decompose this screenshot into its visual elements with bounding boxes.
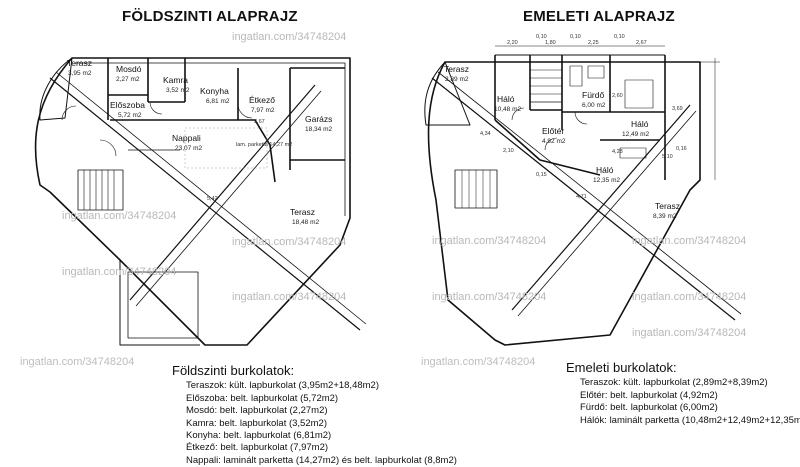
room-area-halo-2: 12,49 m2 [622,131,649,138]
ground-legend-rows: Teraszok: kült. lapburkolat (3,95m2+18,4… [172,380,457,467]
legend-row: Hálók: laminált parketta (10,48m2+12,49m… [580,414,800,426]
room-area-terasz-1: 3,95 m2 [68,70,92,77]
dim-label: 5,10 [662,154,673,160]
watermark-text: ingatlan.com/34748204 [432,291,546,303]
upper-outer-wall [427,61,701,346]
room-area-terasz-2: 8,39 m2 [653,213,677,220]
upper-legend: Emeleti burkolatok: Teraszok: kült. lapb… [566,360,800,427]
room-label-furdo: Fürdő [582,90,604,100]
room-area-halo-1: 10,48 m2 [494,106,521,113]
watermark-text: ingatlan.com/34748204 [421,356,536,368]
room-label-nappali: Nappali [172,133,201,143]
upper-floor-plan: 2,20 0,10 1,80 0,10 2,25 0,10 2,67 4,34 … [400,28,800,358]
upper-floor-title: EMELETI ALAPRAJZ [523,8,675,25]
watermark-text: ingatlan.com/34748204 [632,327,746,339]
watermark-text: ingatlan.com/34748204 [632,235,746,247]
room-label-eloter: Előtér [542,126,564,136]
room-label-eloszoba: Előszoba [110,100,145,110]
watermark-text: ingatlan.com/34748204 [632,291,746,303]
room-area-kamra: 3,52 m2 [166,87,190,94]
room-area-terasz-1: 2,89 m2 [445,76,469,83]
dim-label: 2,60 [612,93,623,99]
ground-outer-wall [34,57,351,346]
room-area-eloter: 4,92 m2 [542,138,566,145]
room-area-terasz-2: 18,48 m2 [292,219,319,226]
dim-label: 0,10 [536,34,547,40]
ground-floor-plan: Terasz 3,95 m2 Mosdó 2,27 m2 Kamra 3,52 … [0,28,385,358]
ground-legend-title: Földszinti burkolatok: [172,363,295,378]
room-area-eloszoba: 5,72 m2 [118,112,142,119]
watermark-text: ingatlan.com/34748204 [232,236,346,248]
ground-floor-title: FÖLDSZINTI ALAPRAJZ [122,8,298,25]
dim-label: 2,20 [507,40,518,46]
room-label-terasz-2: Terasz [290,207,315,217]
room-label-halo-1: Háló [497,94,515,104]
dim-label: 0,10 [614,34,625,40]
room-area-mosdo: 2,27 m2 [116,76,140,83]
dim-label: 0,10 [570,34,581,40]
room-label-mosdo: Mosdó [116,64,142,74]
room-label-terasz-1: Terasz [444,64,469,74]
legend-row: Kamra: belt. lapburkolat (3,52m2) [186,417,327,429]
dim-label: 0,16 [676,146,687,152]
legend-row: Fürdő: belt. lapburkolat (6,00m2) [580,402,718,414]
watermark-text: ingatlan.com/34748204 [232,291,346,303]
legend-row: Előtér: belt. lapburkolat (4,92m2) [580,389,718,401]
dim-label: 1,80 [545,40,556,46]
room-area-etkezo: 7,97 m2 [251,107,275,114]
dim-label: 2,25 [588,40,599,46]
room-label-garazs: Garázs [305,114,332,124]
watermark-text: ingatlan.com/34748204 [62,210,176,222]
legend-row: Teraszok: kült. lapburkolat (3,95m2+18,4… [186,380,380,392]
watermark-text: ingatlan.com/34748204 [62,266,176,278]
dim-label: 2,10 [503,148,514,154]
upper-legend-title: Emeleti burkolatok: [566,360,677,375]
room-area-halo-3: 12,35 m2 [593,177,620,184]
watermark-text: ingatlan.com/34748204 [232,31,346,43]
room-label-konyha: Konyha [200,86,229,96]
ground-legend: Földszinti burkolatok: Teraszok: kült. l… [172,363,457,467]
room-area-furdo: 6,00 m2 [582,102,606,109]
room-label-terasz-2: Terasz [655,201,680,211]
watermark-text: ingatlan.com/34748204 [20,356,135,368]
room-label-terasz-1: Terasz [67,58,92,68]
room-area-nappali: 23,07 m2 [175,145,202,152]
legend-row: Teraszok: kült. lapburkolat (2,89m2+8,39… [580,377,768,389]
room-label-kamra: Kamra [163,75,188,85]
legend-row: Nappali: laminált parketta (14,27m2) és … [186,454,457,466]
room-area-garazs: 18,34 m2 [305,126,332,133]
room-label-etkezo: Étkező [249,95,275,105]
dim-label: 5,42 [207,196,218,202]
dim-label: 2,67 [254,119,265,125]
watermark-text: ingatlan.com/34748204 [432,235,546,247]
dim-label: 4,34 [480,131,491,137]
room-label-halo-3: Háló [596,165,614,175]
parketta-note: lam. parketta 14,27 m2 [236,142,292,148]
room-label-halo-2: Háló [631,119,649,129]
dim-label: 2,67 [636,40,647,46]
legend-row: Étkező: belt. lapburkolat (7,97m2) [186,442,329,454]
room-area-konyha: 6,81 m2 [206,98,230,105]
dim-label: 4,28 [612,149,623,155]
legend-row: Mosdó: belt. lapburkolat (2,27m2) [186,405,328,417]
dim-label: 3,69 [672,106,683,112]
legend-row: Konyha: belt. lapburkolat (6,81m2) [186,430,332,442]
dim-label: 0,15 [536,172,547,178]
upper-legend-rows: Teraszok: kült. lapburkolat (2,89m2+8,39… [566,377,800,427]
legend-row: Előszoba: belt. lapburkolat (5,72m2) [186,392,339,404]
dim-label: 4,71 [576,194,587,200]
